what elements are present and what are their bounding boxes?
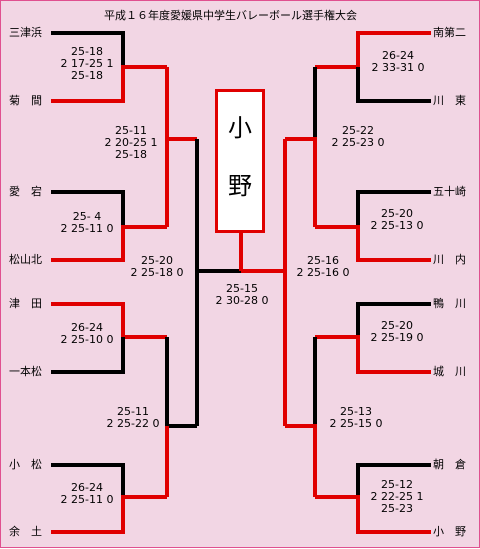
line-lq2-top bbox=[165, 337, 197, 428]
line-r4-a bbox=[356, 463, 431, 497]
line-l4-a bbox=[51, 463, 125, 497]
line-rq1-bot bbox=[285, 137, 317, 227]
line-l3-a bbox=[51, 302, 167, 339]
line-r1-a bbox=[315, 31, 431, 69]
line-l2-b bbox=[51, 225, 167, 262]
line-r3-b bbox=[315, 335, 431, 374]
line-r4-b bbox=[315, 495, 431, 534]
team-left-1: 三津浜 bbox=[9, 26, 42, 39]
line-lq1-top bbox=[165, 67, 197, 141]
team-left-2: 菊 間 bbox=[9, 94, 42, 107]
team-right-5: 鴨 川 bbox=[433, 297, 466, 310]
line-r2-b bbox=[315, 225, 431, 262]
line-r3-a bbox=[356, 302, 431, 337]
team-left-5: 津 田 bbox=[9, 297, 42, 310]
line-rq2-bot bbox=[285, 424, 317, 497]
line-l4-b bbox=[51, 495, 167, 534]
page-title: 平成１６年度愛媛県中学生バレーボール選手権大会 bbox=[104, 9, 357, 22]
line-l2-a bbox=[51, 190, 125, 227]
team-right-3: 五十崎 bbox=[433, 185, 466, 198]
team-left-8: 余 土 bbox=[9, 525, 42, 538]
team-right-2: 川 東 bbox=[433, 94, 466, 107]
team-left-7: 小 松 bbox=[9, 458, 42, 471]
line-l1-b bbox=[51, 65, 167, 103]
team-right-4: 川 内 bbox=[433, 253, 466, 266]
champion-char-1: 小 bbox=[228, 114, 252, 142]
team-left-3: 愛 宕 bbox=[9, 185, 42, 198]
line-l1-a bbox=[51, 31, 125, 67]
champion-box: 小 野 bbox=[215, 89, 265, 233]
line-r1-b bbox=[356, 67, 431, 103]
team-right-7: 朝 倉 bbox=[433, 458, 466, 471]
line-r2-a bbox=[356, 190, 431, 227]
team-left-6: 一本松 bbox=[9, 365, 42, 378]
champion-char-2: 野 bbox=[228, 172, 252, 200]
team-right-1: 南第二 bbox=[433, 26, 466, 39]
team-right-6: 城 川 bbox=[433, 365, 466, 378]
team-left-4: 松山北 bbox=[9, 253, 42, 266]
team-right-8: 小 野 bbox=[433, 525, 466, 538]
line-l3-b bbox=[51, 337, 125, 374]
